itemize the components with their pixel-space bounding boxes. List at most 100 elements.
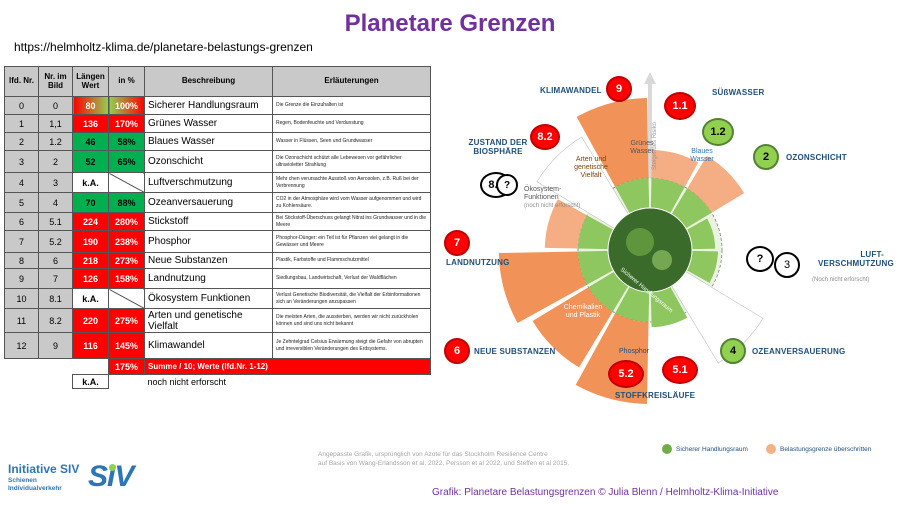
cell-note: Regen, Bodenfeuchte und Verdunstung (272, 114, 431, 133)
wedge-exceeded (532, 287, 613, 368)
cell-wert: k.A. (72, 172, 109, 193)
cell-wert: 220 (72, 308, 109, 333)
cell-lfd: 11 (4, 308, 39, 333)
bubble-4: 4 (720, 338, 746, 364)
label-ozeanversauerung: OZEANVERSAUERUNG (752, 347, 846, 356)
wedge-safe (578, 215, 614, 250)
bubble-1-2: 1.2 (702, 118, 734, 146)
cell-wert: k.A. (72, 288, 109, 309)
cell-pct: 238% (108, 230, 145, 253)
cell-note: Mehr chen verursachte Ausstoß von Aeroso… (272, 172, 431, 193)
cell-desc: Arten und genetische Vielfalt (144, 308, 273, 333)
bubble-5-2: 5.2 (608, 360, 644, 388)
bubble-6: 6 (444, 338, 470, 364)
wedge-safe (671, 188, 712, 229)
label-klimawandel: KLIMAWANDEL (540, 86, 602, 95)
cell-pct: 65% (108, 150, 145, 173)
source-credit-line1: Angepasste Grafik, ursprünglich von Azot… (318, 451, 548, 458)
col-header-note: Erläuterungen (272, 66, 431, 97)
wedge-exceeded (687, 155, 745, 213)
cell-lfd: 1 (4, 114, 39, 133)
label-stoffkreislaeufe: STOFFKREISLÄUFE (615, 391, 696, 400)
cell-note: CO2 in der Atmosphäre wird vom Wasser au… (272, 192, 431, 213)
cell-lfd: 4 (4, 172, 39, 193)
col-header-bild: Nr. im Bild (38, 66, 73, 97)
logo-title: Initiative SIV (8, 462, 80, 476)
wedge-exceeded (498, 251, 587, 323)
col-header-lfd: lfd. Nr. (4, 66, 39, 97)
cell-desc: Ozeanversauerung (144, 192, 273, 213)
logo-subtitle-line1: Schienen (8, 477, 37, 484)
label-biosphaere: ZUSTAND DER BIOSPHÄRE (468, 138, 528, 157)
cell-pct: 275% (108, 308, 145, 333)
cell-note: Wasser in Flüssen, Seen und Grundwasser (272, 132, 431, 151)
label-oekosystem: Ökosystem-Funktionen (524, 186, 562, 201)
cell-lfd: 10 (4, 288, 39, 309)
cell-bild: 7 (38, 268, 73, 289)
cell-note: Je Zehntelgrad Celsius Erwärmung steigt … (272, 332, 431, 359)
cell-bild: 8.1 (38, 288, 73, 309)
cell-desc: Grünes Wasser (144, 114, 273, 133)
legend-over-dot (766, 444, 776, 454)
cell-wert: 126 (72, 268, 109, 289)
bubble-question-luft: ? (746, 246, 774, 272)
cell-desc: Sicherer Handlungsraum (144, 96, 273, 115)
wedge-exceeded (544, 199, 587, 249)
wedge-safe (686, 218, 716, 250)
cell-wert: 80 (72, 96, 109, 115)
page-title: Planetare Grenzen (344, 10, 556, 37)
wedge-safe (578, 250, 614, 285)
bubble-8-2: 8.2 (530, 124, 560, 150)
cell-lfd: 0 (4, 96, 39, 115)
label-gruenes-wasser: Grünes Wasser (630, 140, 654, 156)
cell-lfd: 5 (4, 192, 39, 213)
wedge-exceeded (576, 98, 649, 187)
cell-bild: 4 (38, 192, 73, 213)
boundaries-table: lfd. Nr. Nr. im Bild Längen Wert in % Be… (4, 66, 431, 389)
source-credit-line2: auf Basis von Wang-Erlandsson et al. 202… (318, 460, 570, 468)
label-blaues-wasser: Blaues Wasser (690, 148, 714, 164)
cell-wert: 218 (72, 252, 109, 269)
cell-wert: 52 (72, 150, 109, 173)
cell-desc: Phosphor (144, 230, 273, 253)
cell-pct: 280% (108, 212, 145, 231)
cell-pct: 58% (108, 132, 145, 151)
cell-pct (108, 172, 145, 193)
wedge-safe (588, 271, 629, 312)
cell-bild: 3 (38, 172, 73, 193)
bubble-1-1: 1.1 (664, 92, 696, 120)
source-url[interactable]: https://helmholtz-klima.de/planetare-bel… (14, 40, 313, 54)
cell-desc: Stickstoff (144, 212, 273, 231)
wedge-safe (615, 286, 650, 322)
siv-logo: Initiative SIV Schienen Individualverkeh… (8, 460, 158, 502)
cell-lfd: 9 (4, 268, 39, 289)
cell-lfd: 12 (4, 332, 39, 359)
cell-desc: Neue Substanzen (144, 252, 273, 269)
bubble-2: 2 (753, 144, 779, 170)
bubble-question-oeko: ? (496, 174, 518, 196)
cell-wert: 190 (72, 230, 109, 253)
logo-subtitle-line2: Individualverkehr (8, 484, 62, 492)
col-header-wert: Längen Wert (72, 66, 109, 97)
cell-bild: 0 (38, 96, 73, 115)
na-value: k.A. (72, 374, 109, 389)
cell-bild: 1.2 (38, 132, 73, 151)
graphic-credit: Grafik: Planetare Belastungsgrenzen © Ju… (432, 487, 779, 498)
legend-over-label: Belastungsgrenze überschritten (780, 446, 872, 453)
cell-pct: 100% (108, 96, 145, 115)
cell-bild: 5.1 (38, 212, 73, 231)
table-header-row: lfd. Nr. Nr. im Bild Längen Wert in % Be… (4, 66, 431, 97)
cell-desc: Klimawandel (144, 332, 273, 359)
cell-note: Bei Stickstoff-Überschuss gelangt Nitrat… (272, 212, 431, 231)
cell-desc: Blaues Wasser (144, 132, 273, 151)
